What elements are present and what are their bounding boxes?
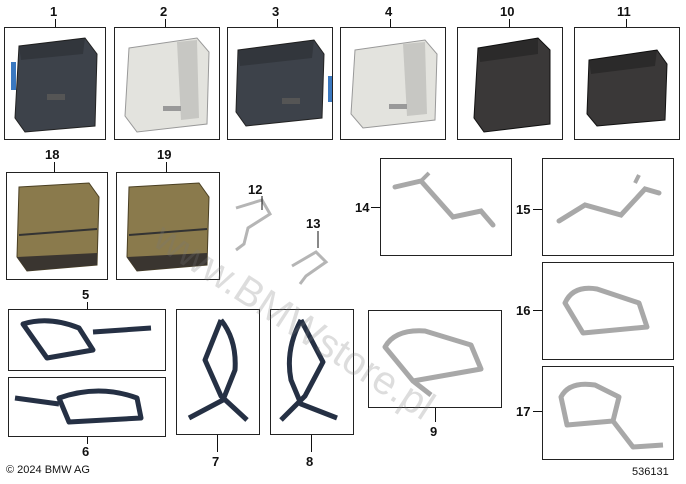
part-number-15: 15 xyxy=(516,202,531,217)
part-number-12: 12 xyxy=(248,182,263,197)
frame-image xyxy=(279,318,338,422)
part-panel-5[interactable] xyxy=(8,309,166,371)
part-panel-9[interactable] xyxy=(368,310,502,408)
part-panel-6[interactable] xyxy=(8,377,166,437)
bag-image xyxy=(235,39,332,127)
frame-shape xyxy=(187,318,249,422)
part-panel-4[interactable] xyxy=(340,27,446,140)
bag-image xyxy=(350,39,438,129)
leader-line xyxy=(509,19,510,27)
part-panel-8[interactable] xyxy=(270,309,354,435)
leader-line xyxy=(311,435,312,452)
bag-image xyxy=(11,37,98,133)
part-number-19: 19 xyxy=(157,147,172,162)
part-number-11: 11 xyxy=(617,4,631,19)
part-number-7: 7 xyxy=(212,454,220,469)
leader-line xyxy=(533,310,542,311)
part-number-9: 9 xyxy=(430,424,438,439)
frame-image xyxy=(14,388,144,425)
bag-image xyxy=(124,37,210,133)
leader-line xyxy=(435,408,436,422)
leader-line xyxy=(166,162,167,172)
leader-line xyxy=(533,209,542,210)
part-number-3: 3 xyxy=(272,4,280,19)
part-panel-3[interactable] xyxy=(227,27,333,140)
bag-body xyxy=(473,37,551,133)
bag-body xyxy=(350,39,438,129)
part-panel-18[interactable] xyxy=(6,172,108,280)
leader-line xyxy=(371,207,380,208)
part-panel-10[interactable] xyxy=(457,27,563,140)
part-number-8: 8 xyxy=(306,454,314,469)
part-number-1: 1 xyxy=(50,4,58,19)
frame-shape xyxy=(556,186,662,224)
frame-image xyxy=(187,318,249,422)
part-number-6: 6 xyxy=(82,444,90,459)
part-number-5: 5 xyxy=(82,287,90,302)
leader-line xyxy=(390,19,391,27)
frame-shape xyxy=(14,388,144,425)
leader-line xyxy=(54,162,55,172)
part-number-16: 16 xyxy=(516,303,531,318)
copyright: © 2024 BMW AG xyxy=(6,464,90,476)
part-number-17: 17 xyxy=(516,404,531,419)
part-number-10: 10 xyxy=(500,4,515,19)
part-panel-16[interactable] xyxy=(542,262,674,360)
frame-image xyxy=(556,174,662,224)
part-number-4: 4 xyxy=(385,4,393,19)
frame-image xyxy=(20,318,152,361)
leader-line xyxy=(87,437,88,444)
frame-image xyxy=(562,285,650,336)
bag-image xyxy=(473,37,551,133)
bracket-13-shape xyxy=(291,250,329,285)
frame-image xyxy=(382,328,484,397)
frame-shape xyxy=(392,178,496,228)
leader-line xyxy=(217,435,218,452)
frame-shape xyxy=(562,285,650,336)
leader-line xyxy=(55,19,56,27)
frame-shape xyxy=(558,381,664,450)
part-number-18: 18 xyxy=(45,147,60,162)
part-panel-7[interactable] xyxy=(176,309,260,435)
part-panel-1[interactable] xyxy=(4,27,106,140)
part-panel-15[interactable] xyxy=(542,158,674,256)
leader-line xyxy=(87,302,88,309)
part-panel-19[interactable] xyxy=(116,172,220,280)
part-number-2: 2 xyxy=(160,4,168,19)
bag-body xyxy=(235,39,325,127)
frame-shape xyxy=(382,328,484,397)
bag-image xyxy=(16,182,100,272)
bag-image xyxy=(126,182,210,272)
leader-line xyxy=(165,19,166,27)
leader-line xyxy=(626,19,627,27)
leader-line xyxy=(277,19,278,27)
bracket-12-shape xyxy=(235,198,273,252)
frame-shape xyxy=(20,318,152,361)
frame-image xyxy=(558,381,664,450)
frame-image xyxy=(392,171,496,228)
frame-shape xyxy=(279,318,338,422)
part-number-14: 14 xyxy=(355,200,370,215)
bag-body xyxy=(14,37,98,133)
leader-line xyxy=(533,411,542,412)
part-number-13: 13 xyxy=(306,216,321,231)
part-panel-11[interactable] xyxy=(574,27,680,140)
part-panel-2[interactable] xyxy=(114,27,220,140)
bag-image xyxy=(586,49,668,127)
part-panel-17[interactable] xyxy=(542,366,674,460)
diagram-id: 536131 xyxy=(632,466,669,478)
part-panel-14[interactable] xyxy=(380,158,512,256)
bag-body xyxy=(586,49,668,127)
bag-body xyxy=(124,37,210,133)
